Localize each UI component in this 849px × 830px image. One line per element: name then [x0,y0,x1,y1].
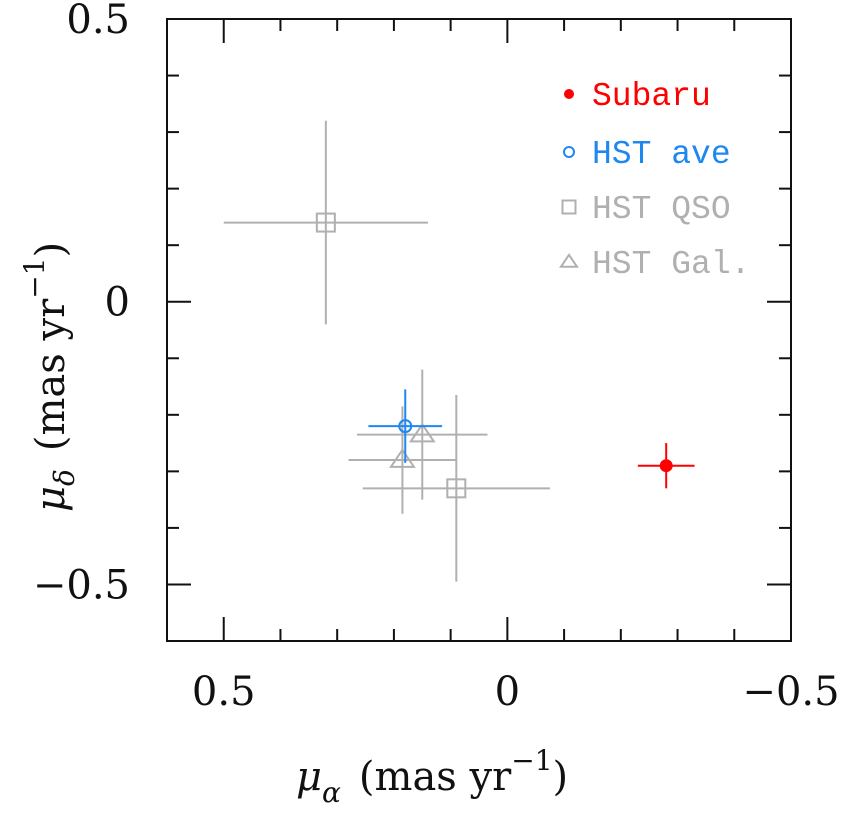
y-tick-label: 0.5 [66,0,130,43]
legend-item: Subaru [564,78,711,115]
axis-ticks [167,19,791,641]
data-point [223,120,428,325]
legend-label: HST Gal. [592,246,750,283]
open-square-marker [446,478,467,499]
data-point [362,395,550,582]
open-square-marker [561,199,577,215]
x-tick-label: −0.5 [742,669,839,715]
legend-item: HST QSO [561,191,731,228]
series-hst-qso [223,120,550,582]
series-subaru [637,443,695,489]
legend-item: HST ave [563,136,731,173]
x-tick-label: 0 [495,669,520,715]
y-tick-label: 0 [105,280,130,326]
y-axis-title: μδ(mas yr−1) [18,242,81,512]
legend-label: HST ave [592,136,731,173]
y-tick-label: −0.5 [33,562,130,608]
open-triangle-marker [389,448,416,468]
legend-label: HST QSO [592,191,731,228]
data-point [368,389,443,463]
legend-item: HST Gal. [559,246,750,283]
open-triangle-marker [559,253,579,268]
x-axis-title: μα(mas yr−1) [296,744,568,809]
data-point [348,406,457,514]
filled-circle-marker [564,89,574,99]
data-points [223,120,695,582]
x-tick-label: 0.5 [192,669,256,715]
series-hst-gal- [348,369,488,514]
series-hst-ave [368,389,443,463]
data-point [637,443,695,489]
legend-label: Subaru [592,78,711,115]
filled-circle-marker [659,459,673,473]
plot-frame [166,18,792,642]
open-circle-marker [398,419,413,434]
open-triangle-marker [408,422,436,443]
open-square-marker [315,212,336,233]
data-point [357,369,488,500]
tick-labels: 0.5 0 −0.5 0.5 0 −0.5 [33,0,840,715]
open-circle-marker [563,146,575,158]
